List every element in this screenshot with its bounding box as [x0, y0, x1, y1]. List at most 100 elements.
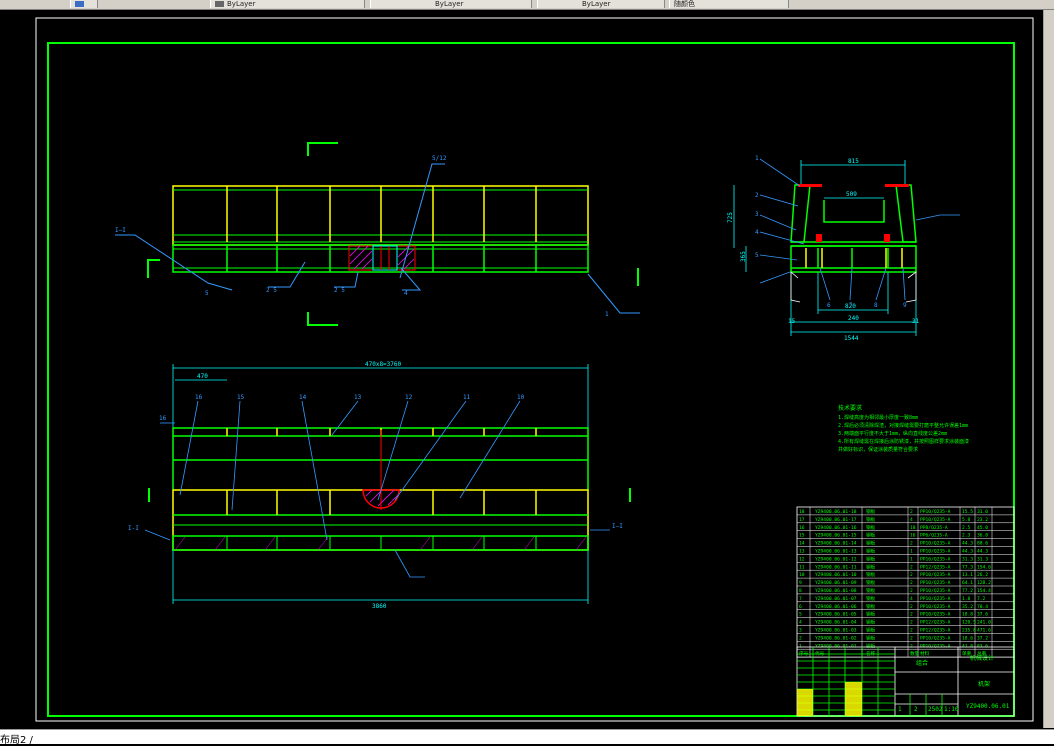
parts-table-cell: YZ9400.06.01-14 — [815, 541, 857, 547]
parts-table-cell: 钢板 — [866, 548, 876, 555]
front-view[interactable]: I—I 5/12 5 2 5 2 5 4 1 — [115, 142, 640, 326]
parts-table-cell: 1.8 — [962, 596, 971, 602]
parts-table-cell: 2 — [910, 628, 913, 634]
parts-table-cell: 4 — [910, 596, 913, 602]
title-scale: 1:10 — [944, 706, 959, 713]
side-view[interactable]: 815 509 820 1544 240 15 31 725 365 — [727, 155, 960, 342]
parts-table-cell: 7.2 — [977, 596, 986, 602]
parts-table-cell: 44.3 — [962, 549, 973, 555]
svg-text:I—I: I—I — [115, 227, 126, 234]
title-company: 机械设计 — [970, 654, 994, 662]
parts-table-cell: PP10/Q235-A — [920, 588, 951, 594]
note-line-3: 3.两端面平行度不大于1mm，纵向直线度公差2mm — [838, 430, 947, 437]
top-view[interactable]: 470x8=3760 470 3860 — [128, 361, 631, 610]
parts-table-cell: 120.5 — [962, 620, 976, 626]
parts-table-cell: PP6/Q235-A — [920, 533, 948, 539]
parts-table-cell: PP10/Q235-A — [920, 643, 951, 649]
plotstyle-dropdown[interactable]: 随颜色 — [669, 0, 789, 8]
title-material: 组合 — [916, 659, 928, 667]
parts-table-cell: 16 — [910, 533, 916, 539]
dim-470x8: 470x8=3760 — [365, 361, 402, 368]
parts-table-cell: 64.1 — [962, 580, 973, 586]
parts-table-cell: 88.6 — [977, 541, 988, 547]
parts-table-cell: 2 — [910, 541, 913, 547]
parts-table-cell: 471.6 — [977, 628, 991, 634]
dim-3860: 3860 — [372, 603, 387, 610]
drawing-canvas[interactable]: I—I 5/12 5 2 5 2 5 4 1 815 509 820 — [0, 10, 1043, 728]
svg-text:4: 4 — [404, 290, 408, 297]
parts-table-cell: 8 — [799, 588, 802, 594]
dim-815: 815 — [848, 158, 859, 165]
parts-table-cell: 钢板 — [866, 642, 876, 649]
dim-365: 365 — [740, 251, 747, 262]
parts-table-cell: PP10/Q235-A — [920, 635, 951, 641]
top-leader-12: 12 — [405, 394, 413, 401]
parts-table-cell: 35.2 — [962, 604, 973, 610]
parts-table-cell: 13 — [799, 549, 805, 555]
top-leader-14: 14 — [299, 394, 307, 401]
color-dropdown[interactable]: ByLayer — [210, 0, 365, 8]
status-bar: 布局2 / — [0, 729, 1054, 746]
parts-table-cell: PP10/Q235-A — [920, 612, 951, 618]
svg-text:2 5: 2 5 — [266, 287, 277, 294]
parts-table-cell: 45.0 — [977, 525, 988, 531]
note-line-1: 1.焊缝高度为相邻最小厚度一致8mm — [838, 414, 918, 421]
parts-table-cell: PP10/Q235-A — [920, 604, 951, 610]
parts-table-cell: 2 — [910, 604, 913, 610]
parts-table-cell: 70.4 — [977, 604, 988, 610]
svg-text:5: 5 — [205, 290, 209, 297]
parts-table-cell: 11 — [799, 564, 805, 570]
parts-table-cell: PP10/Q235-A — [920, 517, 951, 523]
parts-table-cell: 31.3 — [962, 556, 973, 562]
parts-table-cell: 2 — [910, 572, 913, 578]
linetype-dropdown[interactable]: ByLayer — [370, 0, 532, 8]
parts-table-cell: YZ9400.06.01-08 — [815, 588, 857, 594]
parts-table-cell: 36.8 — [977, 533, 988, 539]
layout-tab-label[interactable]: 布局2 / — [0, 735, 33, 746]
lineweight-dropdown[interactable]: ByLayer — [537, 0, 665, 8]
svg-text:16: 16 — [159, 415, 167, 422]
parts-table-cell: 2 — [910, 635, 913, 641]
title-block — [796, 646, 1015, 717]
parts-table-cell: PP8/Q235-A — [920, 525, 948, 531]
parts-table-border — [796, 506, 1015, 658]
parts-table-cell: 钢板 — [866, 532, 876, 539]
svg-text:I—I: I—I — [612, 523, 623, 530]
dim-820: 820 — [845, 303, 856, 310]
parts-table-cell: 44.3 — [977, 549, 988, 555]
top-leader-10: 10 — [517, 394, 525, 401]
parts-table-cell: 钢板 — [866, 508, 876, 515]
parts-table-cell: 241.0 — [977, 620, 991, 626]
parts-table-cell: 2.3 — [962, 533, 971, 539]
note-line-2: 2.焊后必须清除焊渣，对接焊缝需要打磨平整允许误差1mm — [838, 422, 968, 429]
parts-table-cell: PP12/Q235-A — [920, 620, 951, 626]
parts-table-cell: YZ9400.06.01-02 — [815, 635, 857, 641]
parts-table-cell: 15 — [799, 533, 805, 539]
side-leader-6: 6 — [827, 302, 831, 309]
top-leader-16: 16 — [195, 394, 203, 401]
parts-table-cell: 钢板 — [866, 619, 876, 626]
parts-table-cell: 18 — [910, 525, 916, 531]
parts-table-cell: 2.5 — [962, 525, 971, 531]
parts-table-cell: YZ9400.06.01-04 — [815, 620, 857, 626]
parts-table-cell: 23.2 — [977, 517, 988, 523]
parts-table-cell: 13.1 — [962, 572, 973, 578]
parts-table-cell: 154.4 — [977, 588, 991, 594]
parts-table-cell: YZ9400.06.01-05 — [815, 612, 857, 618]
vertical-scrollbar[interactable] — [1043, 10, 1054, 728]
side-leader-5: 5 — [755, 252, 759, 259]
notes-title: 技术要求 — [838, 404, 862, 412]
parts-table-cell: 41.8 — [962, 643, 973, 649]
parts-table-header-cell: 总重 — [977, 650, 987, 657]
parts-table-cell: 31.0 — [977, 509, 988, 515]
parts-table-cell: YZ9400.06.01-16 — [815, 525, 857, 531]
layer-dropdown[interactable] — [70, 0, 98, 8]
note-line-5: 并做好标识，保证涂装质量符合要求 — [838, 446, 918, 453]
title-drawing-name: 机架 — [978, 680, 990, 688]
parts-table-cell: 2 — [910, 564, 913, 570]
parts-table-cell: YZ9400.06.01-06 — [815, 604, 857, 610]
side-leader-9: 9 — [903, 302, 907, 309]
parts-table-cell: 钢板 — [866, 579, 876, 586]
parts-table-cell: 37.6 — [977, 612, 988, 618]
side-leader-2: 2 — [755, 192, 759, 199]
